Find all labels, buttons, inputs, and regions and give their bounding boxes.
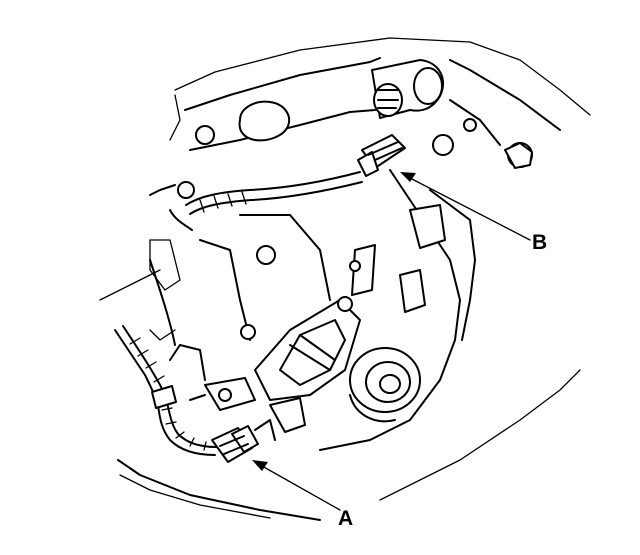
- callout-b-leader: [400, 172, 531, 241]
- timing-cover: [199, 169, 476, 451]
- callout-label-a: A: [338, 507, 354, 530]
- connector-a: [211, 425, 259, 463]
- oil-pump-plate: [240, 296, 361, 401]
- engine-block-outline: [99, 37, 591, 521]
- callout-a-leader: [252, 460, 341, 511]
- cam-sensor-housing: [371, 59, 561, 169]
- callout-label-b: B: [532, 231, 548, 254]
- connector-b: [357, 134, 406, 177]
- lower-bracket: [149, 259, 306, 441]
- valve-cover: [177, 57, 381, 199]
- wiring-harness-lower: [114, 325, 217, 456]
- wiring-harness-upper: [169, 171, 363, 231]
- crankshaft-seal: [349, 347, 421, 423]
